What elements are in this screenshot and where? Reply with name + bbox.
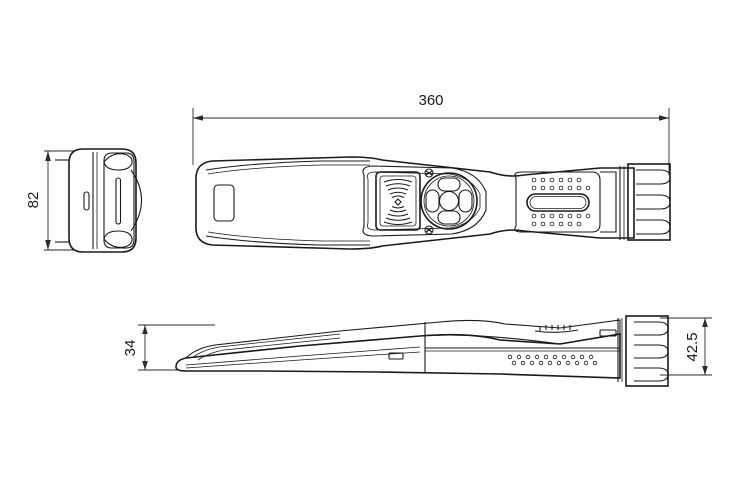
side-view-neck-tab <box>599 329 617 337</box>
dpad-button-center[interactable] <box>438 190 460 212</box>
dimension-side-height: 34 <box>122 324 215 371</box>
top-view-top-rim <box>205 160 370 171</box>
top-view-body-outline <box>195 156 635 250</box>
display-panel[interactable] <box>375 171 421 231</box>
end-view-outline <box>68 148 137 253</box>
dimension-label-82: 82 <box>25 192 42 209</box>
side-view-upper-arm <box>184 319 621 359</box>
side-view-dot-pattern <box>507 354 598 366</box>
side-view-comb-teeth <box>634 321 669 382</box>
dpad-outer-ring <box>420 172 478 230</box>
wireless-signal-icon <box>383 178 413 226</box>
housing-screw-bottom <box>424 225 434 235</box>
top-view-bottom-rim <box>205 235 370 246</box>
dimension-label-360: 360 <box>418 92 443 109</box>
end-view-bulge <box>130 169 142 232</box>
comb-tooth-3 <box>636 219 671 235</box>
grip-dot-pattern-top <box>531 177 591 191</box>
top-view-control-housing <box>362 165 487 237</box>
end-view-slot <box>115 177 122 225</box>
dimension-label-34: 34 <box>122 340 139 357</box>
grip-section <box>514 171 601 233</box>
end-view-side-button <box>83 191 90 211</box>
end-view <box>55 148 142 253</box>
top-view-neck <box>600 171 617 233</box>
grip-pill <box>526 193 590 212</box>
end-view-inner-panel <box>103 152 135 249</box>
end-view-top-cap <box>103 153 133 171</box>
dpad-control[interactable] <box>420 172 478 230</box>
side-comb-tooth-1 <box>634 321 669 336</box>
side-view-rib-detail <box>534 325 579 333</box>
side-view-comb-block <box>625 315 669 387</box>
comb-tooth-2 <box>636 194 671 210</box>
top-view-side-button <box>213 184 235 222</box>
side-comb-tooth-3 <box>634 367 669 382</box>
housing-screw-top <box>424 168 434 178</box>
grip-dot-pattern-bottom <box>531 213 591 227</box>
side-view-body-outline <box>175 333 621 379</box>
top-view <box>195 156 671 250</box>
comb-tooth-1 <box>636 169 671 185</box>
side-comb-tooth-2 <box>634 344 669 359</box>
side-view-latch <box>388 352 404 360</box>
end-view-bottom-cap <box>103 230 133 248</box>
dimension-label-42-5: 42.5 <box>684 332 701 361</box>
side-view <box>175 315 669 387</box>
dimension-overall-length: 360 <box>192 92 670 175</box>
comb-teeth <box>636 169 671 235</box>
